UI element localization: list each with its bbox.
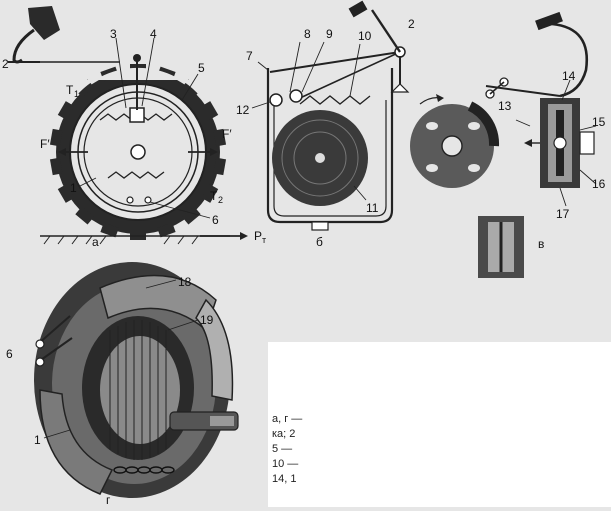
label-panel-g: г: [106, 493, 111, 507]
housing-b: [266, 68, 394, 224]
panel-a-drum-brake: [8, 6, 248, 245]
label-2b: 2: [408, 17, 415, 31]
label-panel-a: а: [92, 235, 99, 249]
label-panel-b: б: [316, 235, 323, 249]
label-t1-sub: 1: [74, 89, 79, 99]
label-6a: 6: [212, 213, 219, 227]
label-6b: 6: [6, 347, 13, 361]
label-1b: 1: [34, 433, 41, 447]
label-14: 14: [562, 69, 576, 83]
pedal-v-icon: [535, 11, 563, 31]
label-15: 15: [592, 115, 606, 129]
label-pt: P: [254, 229, 262, 243]
label-2a: 2: [2, 57, 9, 71]
label-8: 8: [304, 27, 311, 41]
label-pt-sub: т: [262, 235, 266, 245]
legend-line: 10 —: [272, 458, 299, 470]
brake-lining-19: [195, 298, 234, 401]
label-3: 3: [110, 27, 117, 41]
legend-line: а, г —: [272, 413, 303, 425]
legend-line: ка; 2: [272, 428, 296, 440]
label-17: 17: [556, 207, 570, 221]
pedal-a-icon: [28, 6, 60, 40]
label-19: 19: [200, 313, 214, 327]
panel-g-assembly: [34, 262, 239, 498]
label-t1: T: [66, 83, 74, 97]
blank-page-area: [268, 342, 611, 507]
label-10: 10: [358, 29, 372, 43]
label-18: 18: [178, 275, 192, 289]
label-13: 13: [498, 99, 512, 113]
label-t2: T: [210, 189, 218, 203]
legend-line: 14, 1: [272, 473, 297, 485]
label-11: 11: [366, 201, 379, 215]
caption-legend: а, г — ка; 2 5 — 10 — 14, 1: [272, 412, 332, 487]
legend-line: 5 —: [272, 443, 293, 455]
label-7: 7: [246, 49, 253, 63]
diagram-labels: 2 3 4 5 T 1 F′ F′ 1 T 2 6 P т а 7 8 9 10…: [2, 17, 606, 507]
label-4: 4: [150, 27, 157, 41]
label-force-right: F′: [222, 127, 232, 141]
label-12: 12: [236, 103, 250, 117]
label-5: 5: [198, 61, 205, 75]
label-1a: 1: [70, 181, 77, 195]
panel-v-disc-brake: [410, 11, 597, 278]
label-panel-v: в: [538, 237, 544, 251]
label-16: 16: [592, 177, 606, 191]
panel-b-lever-brake: [251, 0, 410, 231]
label-9: 9: [326, 27, 333, 41]
label-force-left: F′: [40, 137, 50, 151]
label-t2-sub: 2: [218, 195, 223, 205]
